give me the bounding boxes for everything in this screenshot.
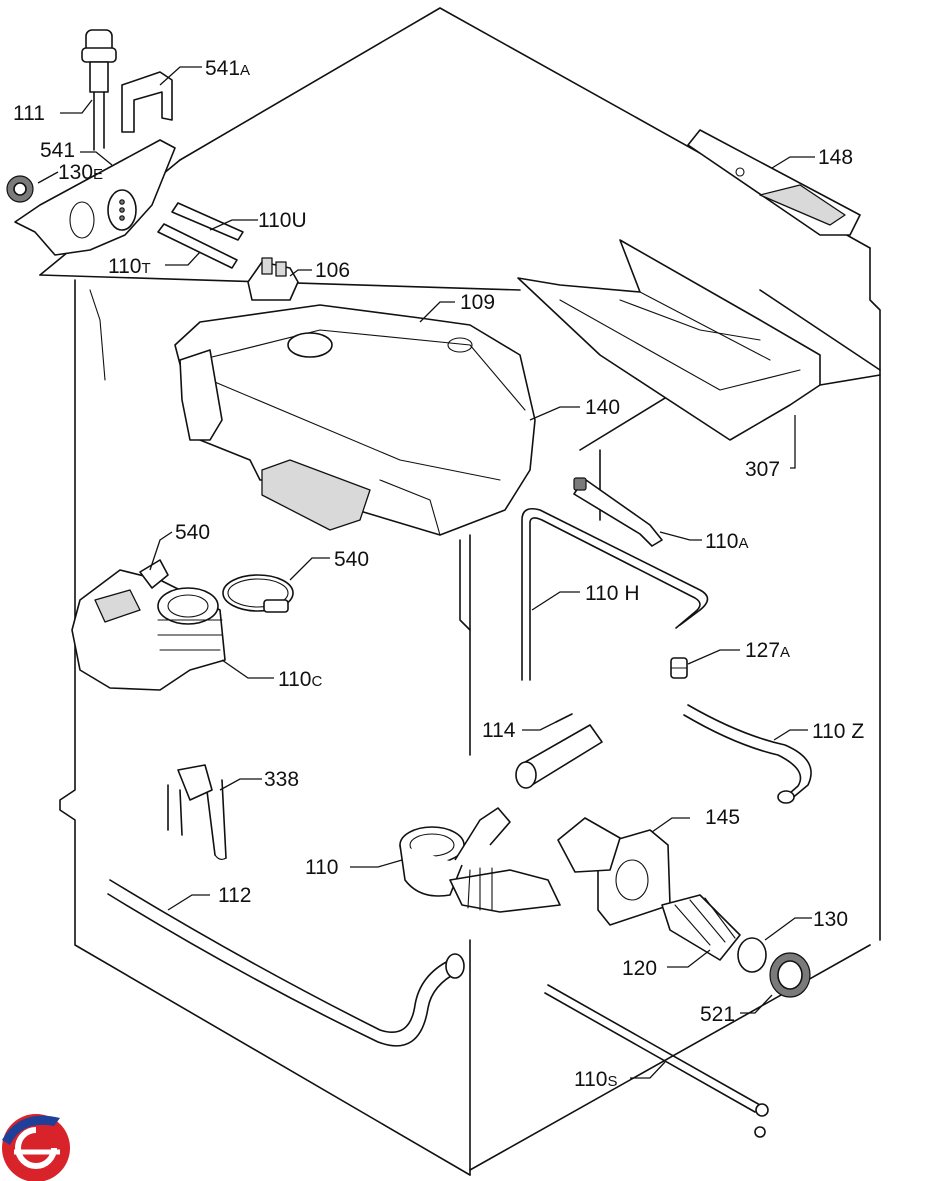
part-120-filter: [661, 894, 741, 961]
part-110h-hose: [521, 507, 709, 681]
callout-110c: 110C: [278, 668, 322, 691]
callout-114: 114: [482, 719, 516, 742]
callout-130e: 130E: [58, 161, 103, 184]
part-145-pump-body: [557, 817, 671, 926]
part-110u-tube: [171, 202, 244, 241]
part-112-drain-hose: [107, 879, 465, 1047]
part-521-filter-cap: [769, 952, 811, 998]
callout-307: 307: [745, 458, 780, 481]
callout-145: 145: [705, 806, 740, 829]
callout-540-left: 540: [175, 521, 210, 544]
callout-110s: 110S: [574, 1068, 618, 1091]
callout-140: 140: [585, 396, 620, 419]
callout-130: 130: [813, 908, 848, 931]
callout-541a: 541A: [205, 57, 250, 80]
callout-110u: 110U: [258, 209, 307, 232]
part-110c-bellows-hose: [71, 569, 226, 691]
part-130-seal-ring: [737, 937, 767, 973]
part-338-bracket: [167, 764, 227, 861]
callout-106: 106: [315, 259, 350, 282]
part-114-sensor: [515, 713, 603, 789]
callout-120: 120: [622, 957, 657, 980]
part-111-inlet-hose: [81, 29, 117, 151]
part-540-clamp-left: [139, 559, 169, 589]
part-130e-grommet: [6, 175, 34, 203]
part-148-lid: [687, 129, 861, 236]
callout-109: 109: [460, 291, 495, 314]
part-110a-hose: [573, 477, 663, 547]
callout-127a: 127A: [745, 639, 790, 662]
part-541-bracket: [14, 139, 176, 256]
callout-521: 521: [700, 1003, 735, 1026]
part-106-valve: [247, 257, 299, 301]
part-110-pump-hose: [399, 807, 561, 913]
brand-logo: [2, 1114, 70, 1181]
part-110z-hose: [683, 704, 812, 804]
leader-lines: [37, 66, 815, 1079]
callout-540-right: 540: [334, 548, 369, 571]
callout-338: 338: [264, 768, 299, 791]
callout-541: 541: [40, 139, 75, 162]
callout-112: 112: [218, 884, 251, 907]
callout-148: 148: [818, 146, 853, 169]
part-540-clamp-right: [222, 574, 294, 613]
part-127a-fitting: [670, 657, 688, 679]
part-110t-tube: [157, 223, 238, 269]
callout-111: 111: [13, 102, 45, 125]
part-109-140-dispenser-housing: [174, 304, 536, 536]
callout-110t: 110T: [108, 255, 151, 278]
callout-110z: 110 Z: [812, 720, 864, 743]
part-541a-clip: [121, 71, 173, 133]
part-110s-tube: [544, 984, 769, 1138]
callout-110a: 110A: [705, 530, 749, 553]
part-307-drawer: [517, 239, 821, 441]
callout-110h: 110 H: [585, 582, 639, 605]
callout-labels: 111 541A 541 130E 110U 110T 106 109 148 …: [13, 57, 864, 1091]
callout-110: 110: [305, 856, 338, 879]
